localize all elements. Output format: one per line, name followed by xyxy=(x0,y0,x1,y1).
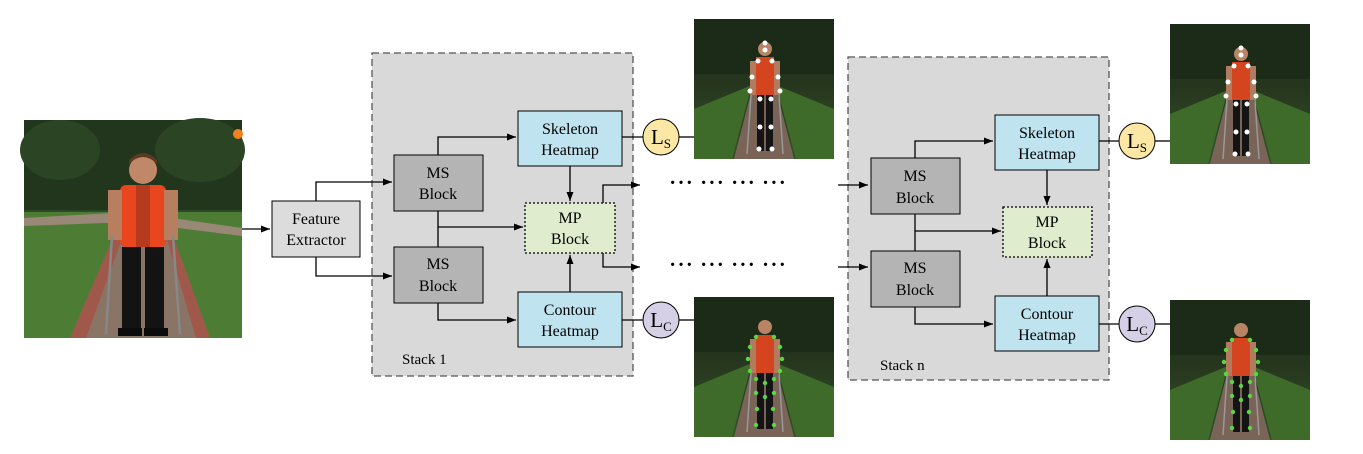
stack1-skeleton-line2: Heatmap xyxy=(541,142,599,159)
stack1-loss-skeleton-label: LS xyxy=(651,125,671,151)
stack1-contour-line2: Heatmap xyxy=(541,323,599,340)
stackn-skeleton-line2: Heatmap xyxy=(1018,146,1076,163)
stack1-skeleton-output-image xyxy=(693,18,835,160)
connector-dots-top: ··· ··· ··· ··· xyxy=(668,168,786,199)
stack1-contour-output-image xyxy=(693,296,835,438)
stackn-skeleton-output-image xyxy=(1169,23,1311,165)
stackn-ms-block-top xyxy=(870,157,961,215)
stack1-loss-contour-label: LC xyxy=(650,308,672,334)
stackn-mp-line1: MP xyxy=(1035,214,1058,231)
stackn-arrows xyxy=(914,137,1119,328)
stackn-skeleton-heatmap xyxy=(994,114,1100,171)
stackn-ms-top-line2: Block xyxy=(896,190,934,207)
stackn-ms-top-line1: MS xyxy=(903,168,926,185)
stack1-arrows xyxy=(437,133,643,324)
stackn-loss-skeleton-label: LS xyxy=(1127,129,1147,155)
stack1-contour-line1: Contour xyxy=(544,302,597,319)
stackn-skeleton-line1: Skeleton xyxy=(1019,125,1075,142)
stack-1-label: Stack 1 xyxy=(402,352,447,368)
stackn-contour-output-image xyxy=(1169,299,1311,441)
connector-dots-bottom: ··· ··· ··· ··· xyxy=(668,250,786,281)
stackn-ms-bottom-line1: MS xyxy=(903,260,926,277)
stack1-mp-line1: MP xyxy=(558,210,581,227)
stackn-ms-bottom-line2: Block xyxy=(896,282,934,299)
stack1-mp-line2: Block xyxy=(551,231,589,248)
stack1-ms-bottom-line1: MS xyxy=(426,256,449,273)
feature-extractor-line2: Extractor xyxy=(286,232,346,249)
stack1-ms-top-line1: MS xyxy=(426,165,449,182)
arrow-extractor-to-ms-bottom xyxy=(315,257,392,280)
stack1-ms-block-bottom xyxy=(393,246,484,304)
stackn-contour-line1: Contour xyxy=(1021,306,1074,323)
stack1-ms-top-line2: Block xyxy=(419,186,457,203)
stackn-mp-block xyxy=(1002,206,1093,258)
stackn-ms-block-bottom xyxy=(870,250,961,308)
feature-extractor-block xyxy=(271,200,361,258)
arrow-extractor-to-ms-top xyxy=(315,178,392,201)
stack1-ms-bottom-line2: Block xyxy=(419,278,457,295)
stack1-skeleton-heatmap xyxy=(517,110,623,167)
stack-n-label: Stack n xyxy=(880,358,925,374)
stackn-mp-line2: Block xyxy=(1028,235,1066,252)
stack1-contour-heatmap xyxy=(517,291,623,348)
stack1-mp-block xyxy=(524,202,616,254)
stack1-ms-block-top xyxy=(393,154,484,212)
stackn-loss-contour-label: LC xyxy=(1126,312,1148,338)
feature-extractor-line1: Feature xyxy=(292,211,340,228)
stackn-contour-line2: Heatmap xyxy=(1018,327,1076,344)
input-image xyxy=(20,118,245,338)
stack1-skeleton-line1: Skeleton xyxy=(542,121,598,138)
